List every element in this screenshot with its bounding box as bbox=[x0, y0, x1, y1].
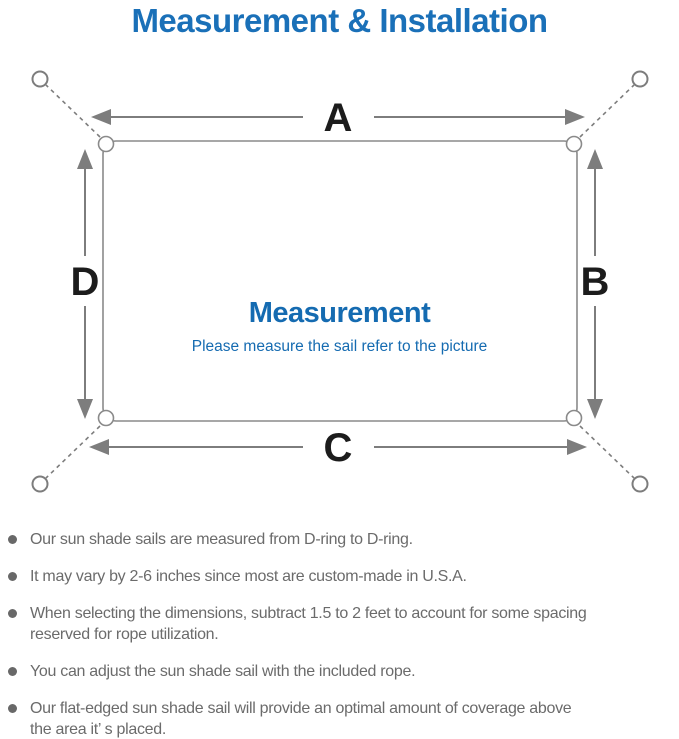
dim-label-d: D bbox=[71, 260, 100, 304]
bullet-dot-icon bbox=[8, 704, 17, 713]
note-text: When selecting the dimensions, subtract … bbox=[30, 605, 587, 643]
note-text: It may vary by 2-6 inches since most are… bbox=[30, 568, 467, 585]
bullet-dot-icon bbox=[8, 572, 17, 581]
note-text: Our flat-edged sun shade sail will provi… bbox=[30, 700, 572, 738]
tie-rope-top-right bbox=[579, 84, 635, 138]
anchor-ring-top-right-icon bbox=[631, 70, 649, 88]
corner-dring-tabs bbox=[97, 135, 583, 427]
list-item: Our sun shade sails are measured from D-… bbox=[8, 529, 673, 550]
list-item: You can adjust the sun shade sail with t… bbox=[8, 661, 673, 682]
sail-outline bbox=[102, 140, 578, 422]
dring-tab-bottom-left-icon bbox=[97, 409, 115, 427]
list-item: It may vary by 2-6 inches since most are… bbox=[8, 566, 673, 587]
anchor-rings bbox=[31, 70, 649, 493]
tie-rope-top-left bbox=[45, 84, 101, 138]
bullet-dot-icon bbox=[8, 609, 17, 618]
sail-diagram-svg: A B C D bbox=[31, 70, 649, 493]
dim-label-b: B bbox=[581, 260, 610, 304]
notes-list: Our sun shade sails are measured from D-… bbox=[0, 529, 679, 739]
list-item: Our flat-edged sun shade sail will provi… bbox=[8, 698, 673, 739]
dring-tab-bottom-right-icon bbox=[565, 409, 583, 427]
dim-label-c: C bbox=[324, 426, 353, 470]
tie-rope-bottom-left bbox=[45, 425, 101, 479]
note-text: You can adjust the sun shade sail with t… bbox=[30, 663, 416, 680]
bullet-dot-icon bbox=[8, 535, 17, 544]
dring-tab-top-left-icon bbox=[97, 135, 115, 153]
list-item: When selecting the dimensions, subtract … bbox=[8, 603, 673, 645]
dring-tab-top-right-icon bbox=[565, 135, 583, 153]
bullet-dot-icon bbox=[8, 667, 17, 676]
anchor-ring-top-left-icon bbox=[31, 70, 49, 88]
dim-label-a: A bbox=[324, 96, 353, 140]
page-title: Measurement & Installation bbox=[131, 2, 548, 39]
tie-rope-bottom-right bbox=[579, 425, 635, 479]
measurement-diagram: A B C D Measurement Please measure the s… bbox=[0, 55, 679, 515]
dimension-lines bbox=[77, 109, 603, 455]
anchor-ring-bottom-left-icon bbox=[31, 475, 49, 493]
anchor-ring-bottom-right-icon bbox=[631, 475, 649, 493]
note-text: Our sun shade sails are measured from D-… bbox=[30, 531, 413, 548]
